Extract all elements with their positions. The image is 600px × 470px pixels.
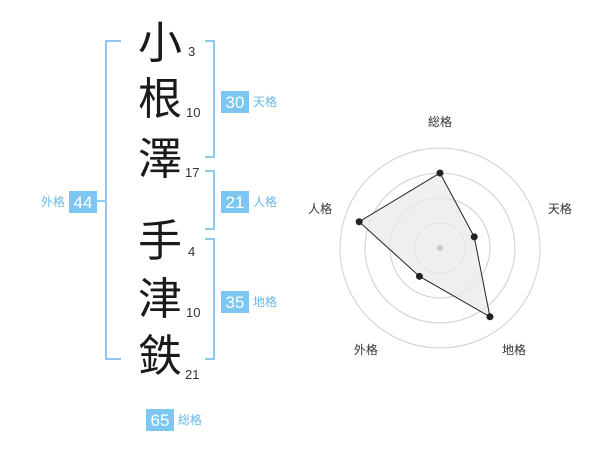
gaikaku-label: 外格 <box>41 195 66 209</box>
soukaku-label: 総格 <box>178 413 203 427</box>
jinkaku-bracket <box>205 170 215 230</box>
radar-point-2 <box>470 233 478 241</box>
stroke-count-5: 10 <box>186 305 201 320</box>
radar-point-3 <box>486 313 494 321</box>
tenkaku-value: 30 <box>221 91 249 113</box>
radar-chart: 総格天格地格 外格 人格 <box>300 100 600 400</box>
chikaku-bracket <box>205 238 215 360</box>
soukaku-value: 65 <box>146 409 174 431</box>
radar-center-dot <box>437 245 443 251</box>
stroke-count-3: 17 <box>185 165 200 180</box>
jinkaku-label: 人格 <box>253 195 278 209</box>
name-char-4: 手 <box>138 216 182 267</box>
name-char-3: 澤 <box>138 134 182 185</box>
name-char-5: 津 <box>138 274 182 325</box>
name-char-2: 根 <box>138 74 182 125</box>
tenkaku-bracket <box>205 40 215 158</box>
chikaku-badge: 35 地格 <box>221 291 277 313</box>
stroke-count-6: 21 <box>185 367 200 382</box>
radar-grid-ring-1 <box>339 147 541 349</box>
tenkaku-label: 天格 <box>253 95 278 109</box>
radar-axis-label-4: 外格 <box>354 342 378 357</box>
radar-point-1 <box>436 169 444 177</box>
gaikaku-bracket <box>105 40 121 360</box>
stroke-count-2: 10 <box>186 105 201 120</box>
soukaku-badge: 65 総格 <box>146 409 202 431</box>
stroke-count-4: 4 <box>188 244 196 259</box>
radar-point-4 <box>415 272 423 280</box>
gaikaku-value: 44 <box>69 191 98 213</box>
name-char-6: 鉄 <box>138 331 182 382</box>
jinkaku-value: 21 <box>221 191 249 213</box>
chikaku-label: 地格 <box>253 295 278 309</box>
gaikaku-badge: 44 外格 <box>41 191 98 213</box>
jinkaku-badge: 21 人格 <box>221 191 277 213</box>
gaikaku-connector <box>97 200 107 202</box>
radar-axis-label-5: 人格 <box>308 201 332 216</box>
stroke-count-1: 3 <box>188 44 196 59</box>
radar-axis-label-1: 総格 <box>428 114 452 129</box>
radar-axis-label-3: 地格 <box>502 342 526 357</box>
radar-axis-label-2: 天格 <box>548 201 572 216</box>
radar-point-5 <box>355 218 363 226</box>
chikaku-value: 35 <box>221 291 249 313</box>
radar-data-area <box>358 172 491 318</box>
tenkaku-badge: 30 天格 <box>221 91 277 113</box>
name-char-1: 小 <box>138 18 182 69</box>
